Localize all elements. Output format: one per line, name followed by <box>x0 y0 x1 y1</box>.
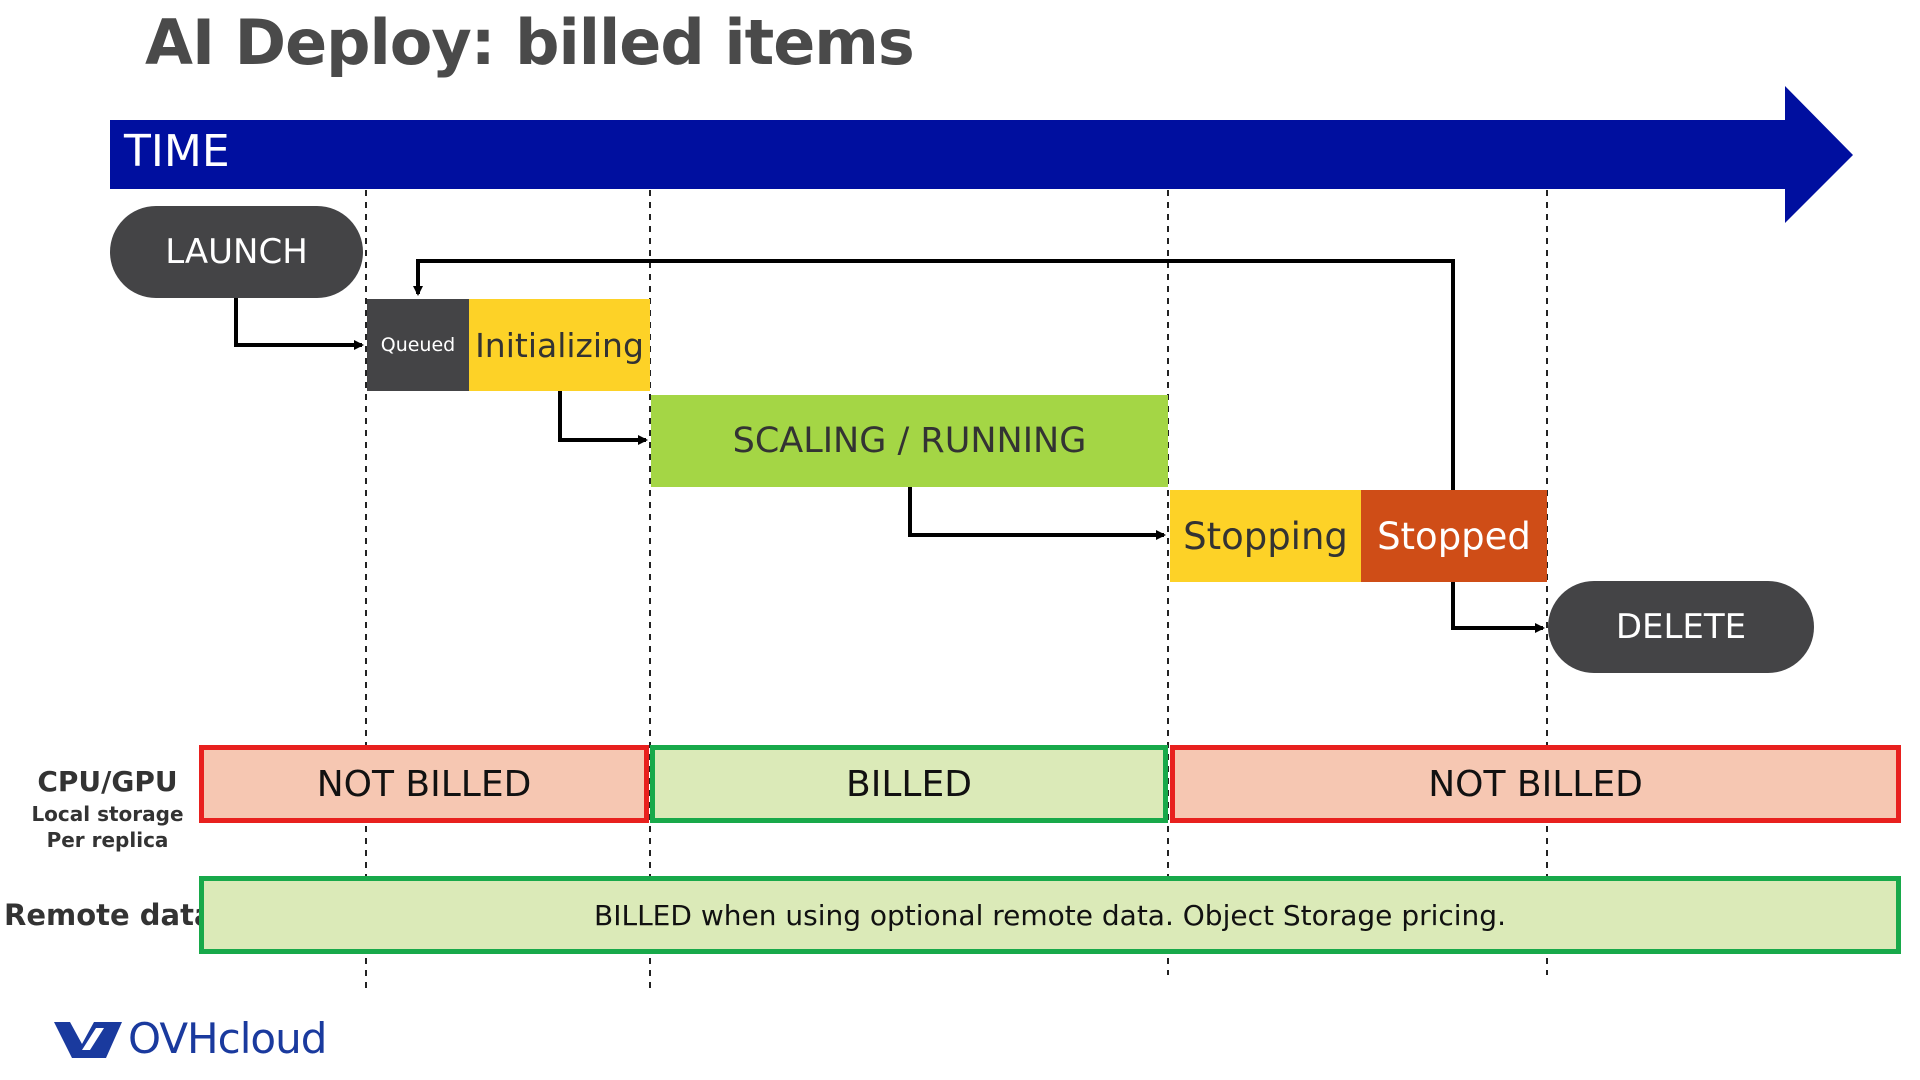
compute-sublabel-storage: Local storage <box>31 802 184 826</box>
ovhcloud-logo-icon <box>54 1022 122 1058</box>
compute-billed-band: BILLED <box>650 745 1168 823</box>
launch-node: LAUNCH <box>110 206 363 298</box>
compute-not-billed-band: NOT BILLED <box>1170 745 1901 823</box>
ovhcloud-logo-text: OVHcloud <box>128 1014 327 1063</box>
stopped-to-queued-arrow <box>413 259 1455 490</box>
running-to-stopping-arrow <box>908 486 1166 540</box>
stopped-to-delete-arrow <box>1451 580 1545 633</box>
initializing-to-running-arrow <box>558 390 648 445</box>
time-label: TIME <box>124 126 230 177</box>
queued-state: Queued <box>367 299 469 391</box>
compute-label: CPU/GPU <box>37 765 178 798</box>
stopped-state: Stopped <box>1361 490 1547 582</box>
time-arrow <box>110 86 1853 223</box>
remote-row-label: Remote data <box>4 898 214 932</box>
stopping-state: Stopping <box>1170 490 1361 582</box>
compute-row-label: CPU/GPU Local storage Per replica <box>30 765 185 852</box>
page-title: AI Deploy: billed items <box>145 6 915 79</box>
scaling-running-state: SCALING / RUNNING <box>651 395 1168 487</box>
launch-to-queued-arrow <box>234 296 364 350</box>
delete-node: DELETE <box>1548 581 1814 673</box>
compute-not-billed-band: NOT BILLED <box>199 745 649 823</box>
compute-sublabel-replica: Per replica <box>46 828 169 852</box>
initializing-state: Initializing <box>469 299 650 391</box>
ovhcloud-logo: OVHcloud <box>52 1014 327 1066</box>
remote-data-band: BILLED when using optional remote data. … <box>199 876 1901 954</box>
